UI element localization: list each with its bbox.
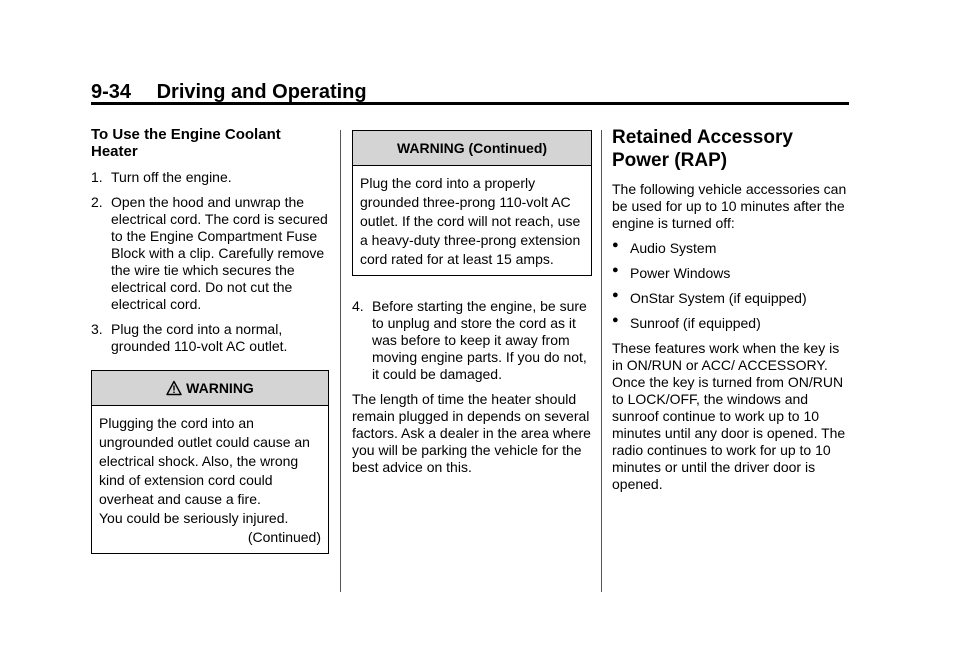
warning-box: WARNING (Continued) Plug the cord into a… (352, 130, 592, 276)
body-paragraph: These features work when the key is in O… (612, 340, 846, 492)
column-left: To Use the Engine Coolant Heater 1. Turn … (91, 126, 329, 554)
step-item: 4. Before starting the engine, be sure to… (352, 298, 592, 383)
column-middle: WARNING (Continued) Plug the cord into a… (352, 130, 592, 484)
step-text: Plug the cord into a normal, grounded 11… (111, 321, 288, 354)
warning-body: Plugging the cord into an ungrounded out… (92, 406, 328, 553)
header-rule (91, 102, 849, 105)
step-text: Open the hood and unwrap the electrical … (111, 194, 328, 312)
list-item: ● OnStar System (if equipped) (612, 289, 852, 307)
warning-title: WARNING (Continued) (396, 139, 548, 156)
bullet-icon: ● (612, 314, 619, 326)
column-divider (340, 130, 341, 592)
warning-triangle-icon (166, 380, 182, 396)
warning-body: Plug the cord into a properly grounded t… (353, 166, 591, 275)
warning-text: You could be seriously injured. (99, 510, 289, 526)
body-paragraph: The following vehicle accessories can be… (612, 181, 847, 231)
bullet-icon: ● (612, 289, 619, 301)
subsection-heading: To Use the Engine Coolant Heater (91, 126, 281, 160)
body-paragraph: The length of time the heater should rem… (352, 391, 591, 475)
list-item: ● Sunroof (if equipped) (612, 314, 852, 332)
warning-text: Plug the cord into a properly grounded t… (360, 175, 581, 267)
warning-text: Plugging the cord into an ungrounded out… (99, 415, 310, 507)
warning-title: WARNING (186, 379, 254, 396)
bullet-icon: ● (612, 239, 619, 251)
section-title: Driving and Operating (156, 81, 367, 103)
step-text: Turn off the engine. (111, 169, 232, 185)
list-item-text: Audio System (630, 240, 717, 256)
warning-header: WARNING (Continued) (353, 131, 591, 166)
continued-label: (Continued) (247, 529, 321, 545)
column-divider (601, 130, 602, 592)
step-number: 1. (91, 169, 103, 185)
section-heading: Retained Accessory Power (RAP) (612, 127, 793, 171)
list-item: ● Audio System (612, 239, 852, 257)
step-item: 3. Plug the cord into a normal, grounded … (91, 321, 329, 355)
step-item: 2. Open the hood and unwrap the electrica… (91, 194, 329, 313)
list-item-text: Power Windows (630, 265, 731, 281)
column-right: Retained Accessory Power (RAP) The follo… (612, 126, 852, 501)
bullet-icon: ● (612, 264, 619, 276)
warning-box: WARNING Plugging the cord into an ungrou… (91, 370, 329, 554)
step-number: 3. (91, 321, 103, 337)
step-number: 4. (352, 298, 364, 314)
warning-header: WARNING (92, 371, 328, 406)
list-item-text: Sunroof (if equipped) (630, 315, 761, 331)
step-text: Before starting the engine, be sure to u… (372, 298, 587, 382)
page-header: 9-34 Driving and Operating (91, 82, 849, 102)
list-item: ● Power Windows (612, 264, 852, 282)
page-number: 9-34 (91, 81, 132, 103)
step-item: 1. Turn off the engine. (91, 169, 329, 186)
step-number: 2. (91, 194, 103, 210)
list-item-text: OnStar System (if equipped) (630, 290, 807, 306)
